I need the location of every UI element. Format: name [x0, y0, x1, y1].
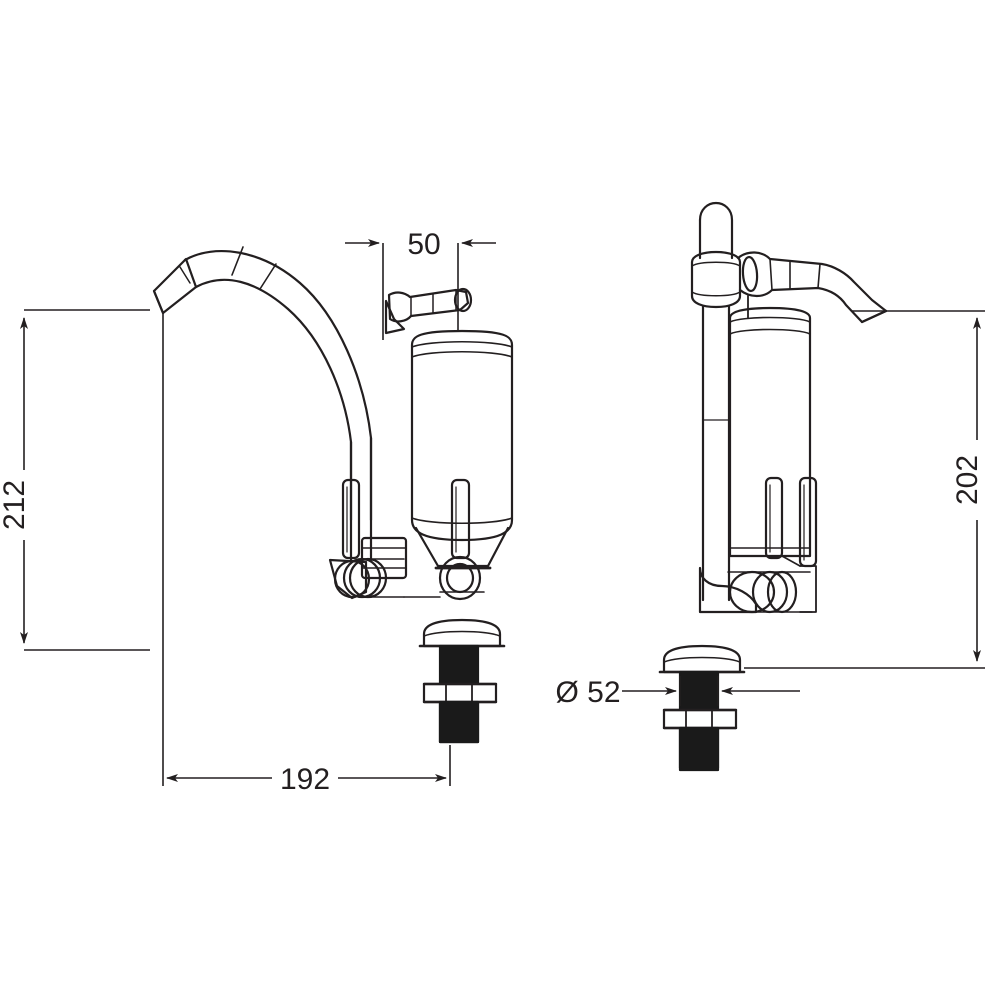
riser-tube: [349, 436, 373, 562]
dimension-lines: [20, 239, 985, 786]
dimension-labels: 212 50 192 Ø 52 202: [0, 228, 984, 796]
side-base-flange: [658, 644, 746, 674]
dimension-label-50: 50: [407, 228, 440, 261]
valve-assembly-left: [328, 478, 408, 600]
front-view: [152, 246, 514, 744]
spout-arc: [183, 246, 373, 522]
dimension-212: [20, 309, 150, 651]
dimension-50: [345, 239, 496, 340]
side-shank-lower: [678, 726, 720, 772]
side-spout-arm: [736, 251, 888, 324]
side-view: [658, 201, 888, 772]
shank-lower: [438, 700, 480, 744]
dimension-base-diameter: [622, 676, 800, 706]
side-valve-cluster: [698, 565, 817, 614]
side-handle-levers: [764, 476, 818, 568]
dimension-label-192: 192: [280, 763, 330, 796]
dimension-192: [162, 313, 451, 786]
valve-assembly-right: [438, 478, 485, 601]
spout-outlet: [152, 257, 198, 315]
dimension-label-212: 212: [0, 480, 31, 530]
dimension-202: [744, 310, 985, 669]
base-flange: [418, 618, 506, 648]
handle-lever-left: [384, 287, 473, 335]
dimension-label-base-diameter: Ø 52: [555, 676, 620, 709]
side-lock-nut: [662, 708, 738, 730]
lock-nut: [422, 682, 498, 704]
side-spout-stem: [690, 201, 742, 602]
body-cylinder: [410, 329, 514, 570]
dimension-label-202: 202: [951, 455, 984, 505]
